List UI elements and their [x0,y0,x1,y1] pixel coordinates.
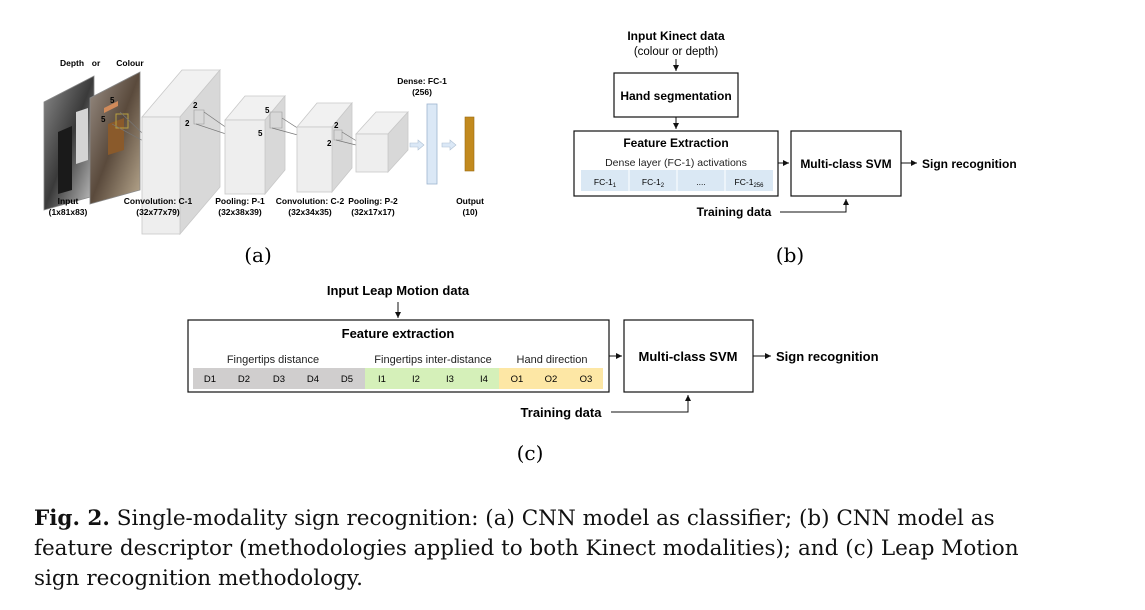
kinect-input-title: Input Kinect data [627,29,725,43]
kinect-training-label: Training data [697,205,772,219]
sublabel-a: (a) [244,243,272,267]
fc-cell-label: .... [696,177,705,187]
kernel3-top: 5 [265,106,270,115]
hand-segmentation-label: Hand segmentation [620,89,731,103]
or-label: or [92,58,101,68]
layer-conv2-name: Convolution: C-2 [276,196,345,206]
o-cell: O3 [580,374,593,385]
fc-cell-label: FC-1256 [735,177,765,189]
layer-pool1-dims: (32x38x39) [218,207,262,217]
leap-svm-label: Multi-class SVM [639,349,738,364]
sublabel-c: (c) [517,441,544,465]
fc-cell-label: FC-11 [594,177,617,189]
o-cells-background [499,368,603,389]
kinect-svm-label: Multi-class SVM [800,157,891,171]
hand-segmentation-box [613,72,739,118]
layer-pool2-name: Pooling: P-2 [348,196,398,206]
layer-output-name: Output [456,196,484,206]
fc-cell [629,170,677,191]
layer-pool2-dims: (32x17x17) [351,207,395,217]
leap-input-title: Input Leap Motion data [327,283,470,298]
leap-svm-box [623,319,754,393]
d-cell: D5 [341,374,353,385]
pool-p1-block [224,94,286,196]
sublabel-b: (b) [776,243,804,267]
kinect-output-label: Sign recognition [922,157,1017,171]
d-cells-background [193,368,365,389]
d-cell: D4 [307,374,319,385]
group-label-inter-distance: Fingertips inter-distance [374,354,491,366]
kernel4-side: 2 [327,139,332,148]
dense-fc1-bar [426,103,438,185]
group-label-hand-direction: Hand direction [517,354,588,366]
i-cells-background [365,368,499,389]
leap-output-label: Sign recognition [776,349,879,364]
kinect-svm-box [790,130,902,197]
leap-feature-title: Feature extraction [342,326,455,341]
depth-label: Depth [60,58,84,68]
kinect-input-sub: (colour or depth) [634,46,719,58]
d-cell: D1 [204,374,216,385]
i-cell: I2 [412,374,420,385]
leap-training-label: Training data [521,405,603,420]
o-cell: O2 [545,374,558,385]
pool-p2-block [355,110,409,174]
conv-c1-block [141,68,221,236]
kernel3-side: 5 [258,129,263,138]
d-cell: D3 [273,374,285,385]
dense-title: Dense: FC-1 [397,76,447,86]
kernel2-side: 2 [185,119,190,128]
d-cell: D2 [238,374,250,385]
i-cell: I3 [446,374,454,385]
layer-conv1-dims: (32x77x79) [136,207,180,217]
kernel2-top: 2 [193,101,198,110]
kernel1-top: 5 [110,96,115,105]
fc-cell [677,170,725,191]
flow-arrow-2 [441,139,457,151]
conv-c2-block [296,101,353,194]
group-label-fingertips-distance: Fingertips distance [227,354,319,366]
panel-c: Input Leap Motion data Feature extractio… [187,283,879,465]
dense-size: (256) [412,87,432,97]
layer-output-dims: (10) [462,207,477,217]
layer-pool1-name: Pooling: P-1 [215,196,265,206]
kernel1-side: 5 [101,115,106,124]
fc-cell [581,170,629,191]
dense-activation-caption: Dense layer (FC-1) activations [605,157,747,169]
o-cell: O1 [511,374,524,385]
i-cell: I4 [480,374,488,385]
flow-arrow-1 [409,139,425,151]
output-bar [464,116,475,172]
layer-conv1-name: Convolution: C-1 [124,196,193,206]
layer-input-dims: (1x81x83) [49,207,88,217]
colour-input-image [89,71,141,205]
kinect-feature-title: Feature Extraction [623,136,728,150]
layer-input-name: Input [58,196,79,206]
colour-label: Colour [116,58,144,68]
panel-a: Depth or Colour 5 5 2 2 [43,58,484,267]
figure-caption: Fig. 2. Single-modality sign recognition… [34,504,1034,594]
i-cell: I1 [378,374,386,385]
caption-text: Single-modality sign recognition: (a) CN… [34,506,1019,591]
panel-b: Input Kinect data (colour or depth) Hand… [573,29,1017,267]
kernel4-top: 2 [334,121,339,130]
fc-cell-label: FC-12 [642,177,665,189]
layer-conv2-dims: (32x34x35) [288,207,332,217]
depth-input-image [43,75,95,211]
caption-label: Fig. 2. [34,506,110,531]
fc-cell [725,170,773,191]
